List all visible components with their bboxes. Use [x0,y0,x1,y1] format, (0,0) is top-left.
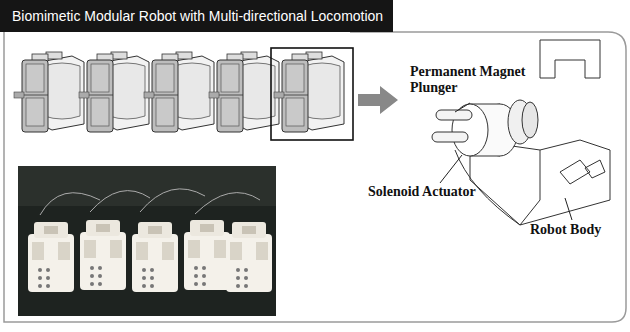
part-label: Permanent Magnet Plunger [410,64,540,96]
title-band: Biomimetic Modular Robot with Multi-dire… [0,0,393,32]
part-label: Robot Body [530,222,624,238]
part-label: Solenoid Actuator [368,184,508,200]
title: Biomimetic Modular Robot with Multi-dire… [12,8,383,24]
